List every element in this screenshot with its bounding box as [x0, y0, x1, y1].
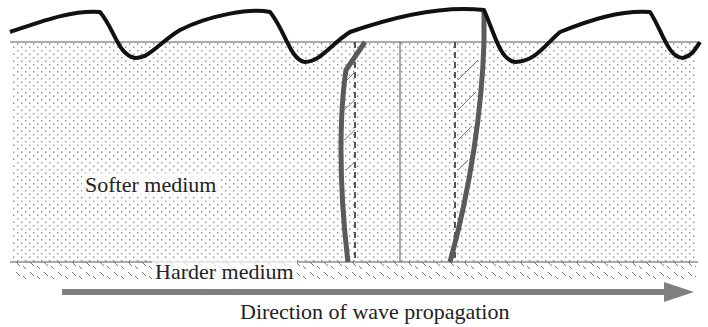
displacement-profile — [341, 42, 365, 262]
displacement-profile — [450, 12, 484, 262]
divider-line — [400, 42, 401, 262]
surface-wave — [10, 9, 700, 62]
propagation-arrow — [62, 289, 668, 295]
axis-line — [454, 42, 456, 262]
interface-line — [10, 262, 698, 263]
medium-label: Softer medium — [82, 173, 219, 197]
arrow-head — [664, 282, 694, 302]
harder-medium-band: Harder medium — [12, 263, 696, 282]
medium-label: Harder medium — [152, 260, 297, 284]
softer-medium-fill — [12, 42, 696, 262]
axis-line — [354, 42, 356, 262]
softer-medium-band: Softer medium — [12, 43, 696, 261]
direction-caption: Direction of wave propagation — [240, 300, 509, 324]
harder-medium-fill — [12, 262, 696, 282]
